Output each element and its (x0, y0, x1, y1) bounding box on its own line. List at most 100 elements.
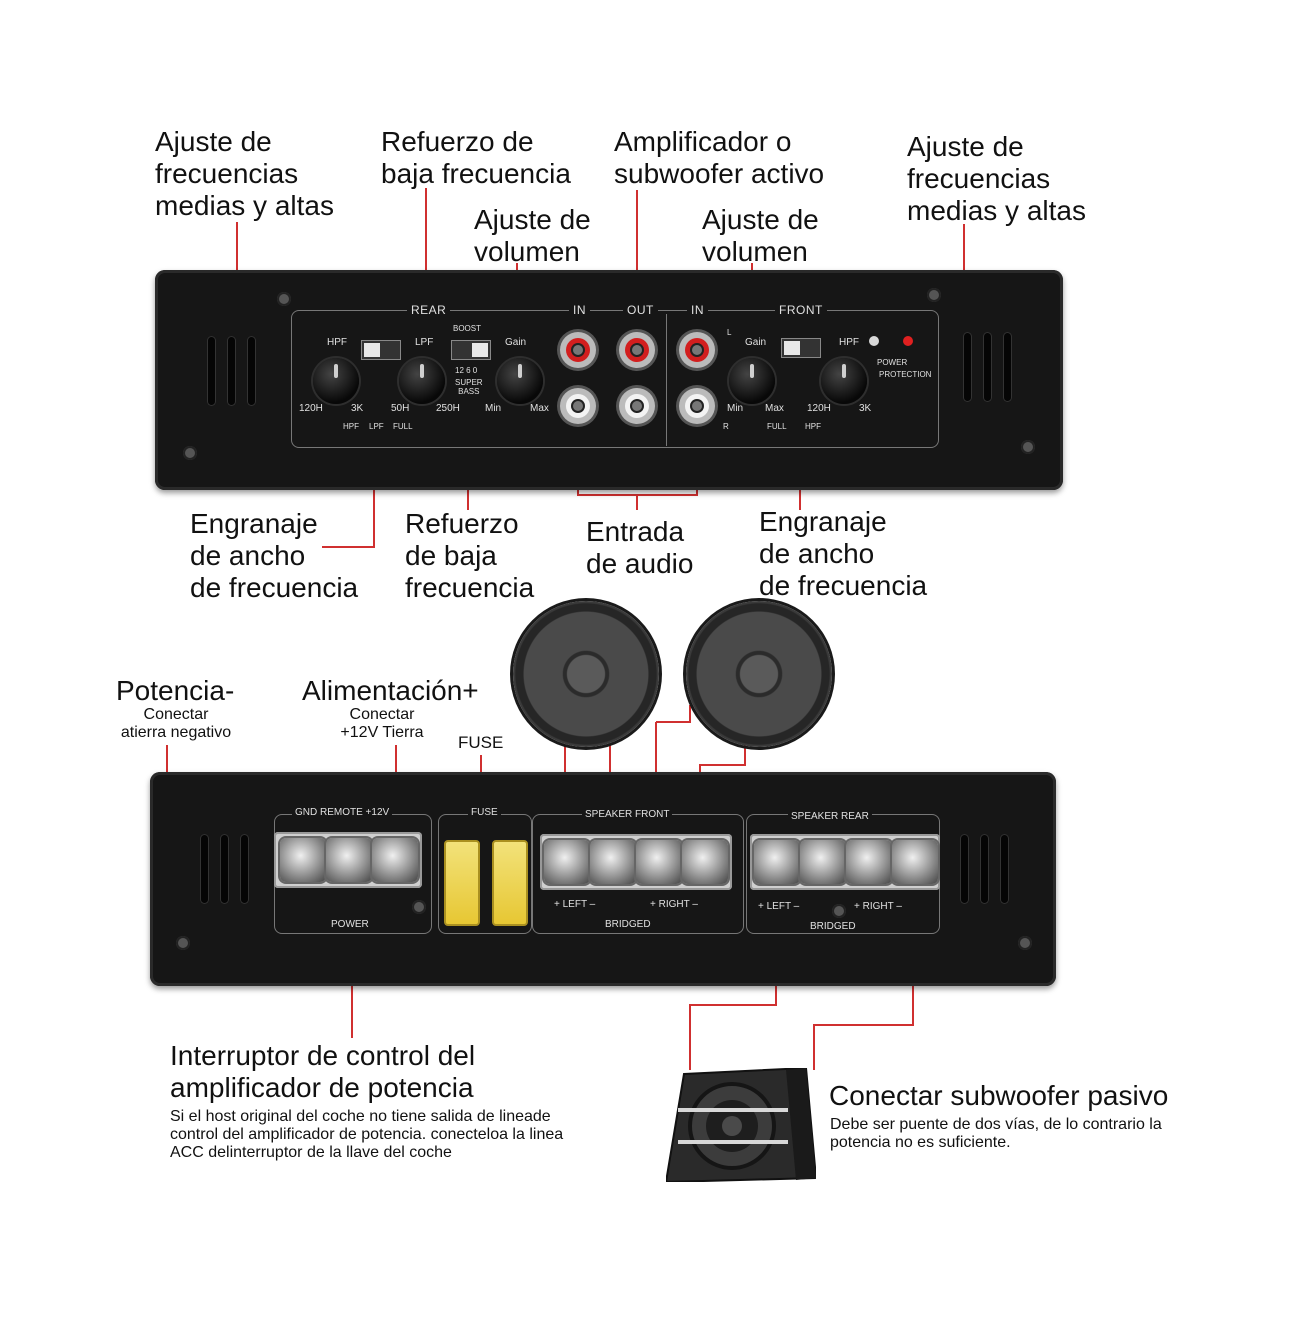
gain-knob-front[interactable] (729, 358, 775, 404)
label-sw-lpf: LPF (369, 422, 384, 431)
caption-power-positive-sub: Conectar +12V Tierra (340, 706, 424, 741)
caption-bass-boost-bottom: Refuerzo de baja frecuencia (405, 508, 535, 603)
vent-slot (983, 332, 992, 402)
label-power: POWER (877, 358, 908, 367)
label-fuse-panel: FUSE (468, 808, 501, 818)
screw-icon (1021, 440, 1035, 454)
vent-slot (960, 834, 969, 904)
caption-fuse: FUSE (458, 733, 504, 752)
label-front: FRONT (775, 304, 827, 316)
rca-in-left-red[interactable] (560, 332, 596, 368)
caption-crossover-right: Engranaje de ancho de frecuencia (759, 506, 928, 601)
control-frame (291, 310, 939, 448)
terminal-rear-right-neg[interactable] (892, 840, 938, 884)
label-min-front: Min (727, 403, 744, 414)
caption-bass-boost-top: Refuerzo de baja frecuencia (381, 126, 571, 189)
label-left-front: + LEFT – (554, 899, 596, 910)
vent-slot (247, 336, 256, 406)
label-3k-front: 3K (859, 403, 872, 414)
terminal-rear-right-pos[interactable] (846, 840, 892, 884)
label-sw-full: FULL (393, 422, 413, 431)
fuse-right[interactable] (492, 840, 528, 926)
crossover-switch-front[interactable] (781, 338, 821, 358)
terminal-rear-left-neg[interactable] (800, 840, 846, 884)
label-gain: Gain (505, 337, 527, 348)
caption-left-midhigh: Ajuste de frecuencias medias y altas (155, 126, 334, 221)
label-lpf: LPF (415, 337, 434, 348)
label-hpf-front: HPF (839, 337, 859, 348)
caption-power-negative-sub: Conectar atierra negativo (120, 706, 232, 741)
label-sw-hpf: HPF (343, 422, 359, 431)
divider (666, 314, 667, 446)
caption-right-midhigh: Ajuste de frecuencias medias y altas (907, 131, 1086, 226)
label-right-rear: + RIGHT – (854, 901, 902, 912)
terminal-remote[interactable] (326, 838, 372, 882)
vent-slot (200, 834, 209, 904)
label-50h: 50H (391, 403, 410, 414)
rca-in-right-white[interactable] (679, 388, 715, 424)
terminal-front-right-neg[interactable] (682, 840, 728, 884)
vent-slot (220, 834, 229, 904)
speaker-left-image (513, 601, 659, 747)
screw-icon (412, 900, 426, 914)
lpf-knob[interactable] (399, 358, 445, 404)
speaker-right-image (686, 601, 832, 747)
screw-icon (832, 904, 846, 918)
screw-icon (183, 446, 197, 460)
label-in-right: IN (687, 304, 708, 316)
label-speaker-rear: SPEAKER REAR (788, 812, 872, 822)
rca-out-red[interactable] (619, 332, 655, 368)
terminal-rear-left-pos[interactable] (754, 840, 800, 884)
rca-in-left-white[interactable] (560, 388, 596, 424)
label-super-bass: SUPER BASS (455, 378, 483, 396)
screw-icon (927, 288, 941, 302)
caption-remote-desc: Si el host original del coche no tiene s… (170, 1108, 564, 1161)
terminal-front-right-pos[interactable] (636, 840, 682, 884)
terminal-front-left-pos[interactable] (544, 840, 590, 884)
gain-knob-rear[interactable] (497, 358, 543, 404)
label-full-front: FULL (767, 422, 787, 431)
vent-slot (227, 336, 236, 406)
fuse-left[interactable] (444, 840, 480, 926)
label-out: OUT (623, 304, 658, 316)
label-min: Min (485, 403, 502, 414)
bass-boost-switch[interactable] (451, 340, 491, 360)
label-left-rear: + LEFT – (758, 901, 800, 912)
label-power-block: POWER (328, 920, 372, 930)
label-l: L (727, 328, 732, 337)
label-protection: PROTECTION (879, 370, 932, 379)
caption-passive-sub-title: Conectar subwoofer pasivo (829, 1080, 1169, 1111)
label-rear: REAR (407, 304, 451, 316)
label-120h-front: 120H (807, 403, 831, 414)
screw-icon (1018, 936, 1032, 950)
terminal-12v[interactable] (372, 838, 418, 882)
label-120h: 120H (299, 403, 323, 414)
hpf-knob-front[interactable] (821, 358, 867, 404)
label-250h: 250H (436, 403, 460, 414)
rca-out-white[interactable] (619, 388, 655, 424)
label-hpf: HPF (327, 337, 347, 348)
label-gnd-remote: GND REMOTE +12V (292, 808, 393, 818)
caption-crossover-left: Engranaje de ancho de frecuencia (190, 508, 359, 603)
power-led (869, 336, 879, 346)
screw-icon (277, 292, 291, 306)
terminal-front-left-neg[interactable] (590, 840, 636, 884)
line-speaker-left-cone (656, 705, 691, 723)
caption-passive-sub-desc: Debe ser puente de dos vías, de lo contr… (830, 1116, 1162, 1151)
label-hpf-sw-front: HPF (805, 422, 821, 431)
label-boost: BOOST (453, 324, 482, 333)
label-speaker-front: SPEAKER FRONT (582, 810, 673, 820)
terminal-gnd[interactable] (280, 838, 326, 882)
vent-slot (1003, 332, 1012, 402)
caption-audio-input: Entrada de audio (586, 516, 694, 579)
screw-icon (176, 936, 190, 950)
vent-slot (207, 336, 216, 406)
label-gain-front: Gain (745, 337, 767, 348)
label-bridged-front: BRIDGED (605, 919, 651, 930)
hpf-knob[interactable] (313, 358, 359, 404)
rca-in-right-red[interactable] (679, 332, 715, 368)
crossover-switch-rear[interactable] (361, 340, 401, 360)
caption-remote-title: Interruptor de control del amplificador … (170, 1040, 476, 1103)
label-max-front: Max (765, 403, 784, 414)
amplifier-top-panel: REAR IN OUT IN FRONT HPF 120H 3K HPF LPF… (155, 270, 1063, 490)
